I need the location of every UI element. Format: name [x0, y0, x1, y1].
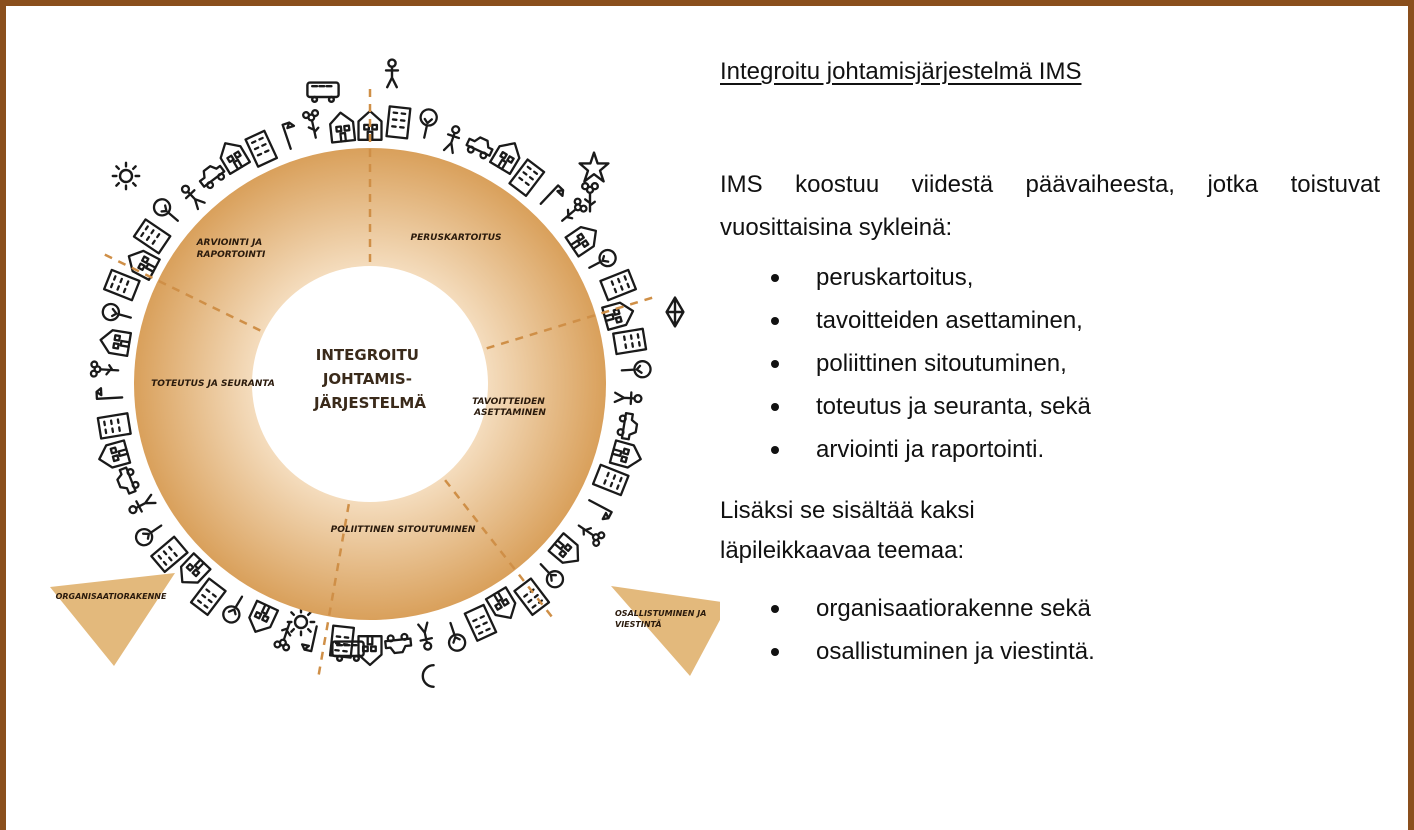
- building-icon: [513, 577, 551, 617]
- flower-icon: [556, 196, 589, 228]
- theme-label-osallistuminen: OSALLISTUMINEN JA VIESTINTÄ: [615, 609, 709, 629]
- flower-icon: [301, 108, 325, 141]
- bullet-icon: [771, 648, 779, 656]
- building-icon: [243, 599, 280, 638]
- tree-icon: [441, 619, 469, 654]
- phase-label-arviointi-ja-raportointi: ARVIOINTI JA RAPORTOINTI: [196, 238, 266, 260]
- building-icon: [612, 327, 648, 356]
- center-label: INTEGROITU JOHTAMIS- JÄRJESTELMÄ: [313, 346, 426, 412]
- theme-triangle-participation: [611, 586, 720, 676]
- person-icon: [416, 621, 436, 652]
- list-item: poliittinen sitoutuminen,: [720, 342, 1091, 385]
- themes-paragraph: Lisäksi se sisältää kaksi läpileikkaavaa…: [720, 497, 975, 564]
- person-icon: [177, 181, 207, 211]
- streetlamp-icon: [281, 120, 302, 150]
- moon-icon: [421, 664, 435, 688]
- bus-icon: [306, 81, 340, 104]
- theme-triangle-organisation: [50, 573, 175, 666]
- phase-list: peruskartoitus, tavoitteiden asettaminen…: [720, 256, 1091, 471]
- building-icon: [97, 327, 133, 358]
- list-item-text: osallistuminen ja viestintä.: [816, 638, 1095, 665]
- tree-icon: [584, 246, 620, 277]
- list-item-text: toteutus ja seuranta, sekä: [816, 393, 1091, 420]
- bullet-icon: [771, 317, 779, 325]
- list-item-text: poliittinen sitoutuminen,: [816, 350, 1067, 377]
- phase-label-poliittinen-sitoutuminen: POLIITTINEN SITOUTUMINEN: [331, 525, 476, 535]
- building-icon: [385, 105, 412, 140]
- tree-icon: [219, 591, 251, 627]
- list-item: tavoitteiden asettaminen,: [720, 299, 1091, 342]
- bullet-icon: [771, 274, 779, 282]
- list-item-text: arviointi ja raportointi.: [816, 436, 1045, 463]
- car-icon: [615, 411, 640, 442]
- car-icon: [383, 632, 413, 656]
- list-item: toteutus ja seuranta, sekä: [720, 385, 1091, 428]
- tree-icon: [149, 194, 185, 229]
- theme-label-organisaatiorakenne: ORGANISAATIORAKENNE: [56, 592, 167, 601]
- page-title: Integroitu johtamisjärjestelmä IMS: [720, 58, 1082, 85]
- building-icon: [608, 439, 645, 472]
- building-icon: [591, 463, 630, 497]
- building-icon: [102, 268, 141, 302]
- streetlamp-icon: [95, 385, 124, 400]
- flower-icon: [573, 518, 607, 549]
- building-icon: [96, 412, 132, 440]
- kite-icon: [665, 296, 685, 328]
- building-icon: [327, 110, 357, 144]
- star-icon: [578, 151, 610, 183]
- list-item-text: tavoitteiden asettaminen,: [816, 307, 1083, 334]
- tree-icon: [415, 106, 440, 141]
- bullet-icon: [771, 446, 779, 454]
- list-item: organisaatiorakenne sekä: [720, 587, 1095, 630]
- ims-cycle-diagram: INTEGROITU JOHTAMIS- JÄRJESTELMÄ PERUSKA…: [50, 58, 720, 688]
- building-icon: [547, 532, 587, 571]
- theme-list: organisaatiorakenne sekä osallistuminen …: [720, 587, 1095, 673]
- phase-label-peruskartoitus: PERUSKARTOITUS: [411, 233, 502, 243]
- building-icon: [132, 218, 172, 255]
- bullet-icon: [771, 605, 779, 613]
- tree-icon: [620, 359, 653, 380]
- car-icon: [463, 132, 497, 162]
- list-item: peruskartoitus,: [720, 256, 1091, 299]
- person-icon: [384, 58, 400, 89]
- bullet-icon: [771, 360, 779, 368]
- list-item: arviointi ja raportointi.: [720, 428, 1091, 471]
- list-item-text: peruskartoitus,: [816, 264, 974, 291]
- flower-icon: [272, 619, 298, 653]
- streetlamp-icon: [539, 184, 567, 213]
- phase-label-toteutus-ja-seuranta: TOTEUTUS JA SEURANTA: [151, 379, 275, 389]
- center-hub: [252, 266, 488, 502]
- sun-icon: [286, 607, 316, 637]
- building-icon: [189, 577, 227, 617]
- building-icon: [564, 220, 604, 258]
- building-icon: [95, 439, 132, 472]
- list-item: osallistuminen ja viestintä.: [720, 630, 1095, 673]
- building-icon: [599, 268, 638, 302]
- person-icon: [613, 390, 643, 406]
- car-icon: [113, 464, 142, 497]
- tree-icon: [533, 557, 568, 592]
- tree-icon: [131, 517, 167, 550]
- flower-icon: [89, 360, 120, 379]
- list-item-text: organisaatiorakenne sekä: [816, 595, 1091, 622]
- phase-label-tavoitteiden-asettaminen: TAVOITTEIDEN ASETTAMINEN: [472, 397, 548, 418]
- car-icon: [195, 160, 229, 192]
- bullet-icon: [771, 403, 779, 411]
- intro-paragraph: IMS koostuu viidestä päävaiheesta, jotka…: [720, 171, 1380, 241]
- streetlamp-icon: [583, 499, 613, 523]
- person-icon: [441, 123, 464, 155]
- tree-icon: [99, 300, 135, 327]
- sun-icon: [111, 161, 141, 191]
- person-icon: [126, 492, 158, 518]
